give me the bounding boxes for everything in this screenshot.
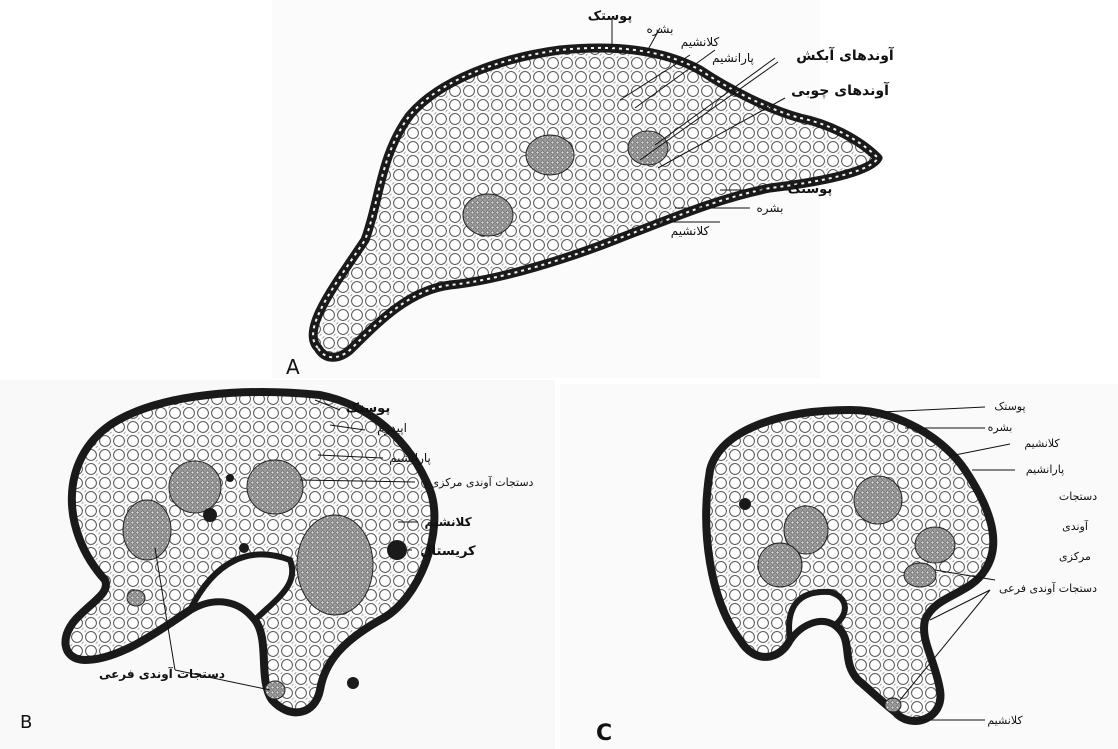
panel-b-vascular-bundle-2 <box>247 460 303 514</box>
panel-b-vascular-bundle-3 <box>123 500 171 560</box>
label-c-bashreh: بشره <box>988 421 1013 434</box>
label-a-collenchyma-bottom: کلانشیم <box>671 224 710 238</box>
label-a-phloem: آوندهای آبکش <box>796 46 895 64</box>
panel-b-vascular-bundle-4 <box>297 515 373 615</box>
panel-c-letter: C <box>596 721 612 746</box>
label-b-central-bundles: دستجات آوندی مرکزی <box>431 475 534 489</box>
panel-a-vascular-bundle-1 <box>526 135 574 175</box>
panel-b-letter: B <box>20 712 32 733</box>
panel-a-vascular-bundle-2 <box>628 131 668 165</box>
panel-c-vascular-bundle-6 <box>885 698 901 712</box>
label-b-parenchyma: پارانشیم <box>389 451 431 466</box>
panel-a-vascular-bundle-3 <box>463 194 513 236</box>
label-a-poostak-bottom: پوستک <box>788 182 832 197</box>
label-c-parenchyma: پارانشیم <box>1026 463 1064 476</box>
label-a-bashreh-top: بشره <box>647 22 674 37</box>
panel-b-vascular-bundle-6 <box>127 590 145 606</box>
label-b-crystal: کریستال <box>420 544 476 559</box>
label-c-central-2: آوندی <box>1062 519 1089 533</box>
label-b-epiderm: اپیدرم <box>377 421 407 436</box>
panel-c-vascular-bundle-2 <box>854 476 902 524</box>
panel-c-crystal <box>739 498 751 510</box>
label-b-poostak: پوستک <box>346 401 390 416</box>
panel-c-vascular-bundle-4 <box>915 527 955 563</box>
label-a-xylem: آوندهای چوبی <box>791 81 890 99</box>
panel-b-vascular-bundle-1 <box>169 461 221 513</box>
label-a-poostak-top: پوستک <box>588 9 632 24</box>
label-a-bashreh-bottom: بشره <box>757 201 784 216</box>
label-c-central-1: دستجات <box>1059 490 1097 503</box>
label-b-lateral-bundles: دستجات آوندی فرعی <box>99 666 225 682</box>
label-c-poostak: پوستک <box>994 400 1025 413</box>
label-a-collenchyma-top: کلانشیم <box>681 35 720 49</box>
panel-c-vascular-bundle-3 <box>758 543 802 587</box>
label-b-collenchyma: کلانشیم <box>424 515 471 529</box>
panel-a-letter: A <box>286 355 300 379</box>
label-c-collenchyma-bottom: کلانشیم <box>987 714 1023 727</box>
label-c-lateral-bundles: دستجات آوندی فرعی <box>999 581 1097 595</box>
panel-c-vascular-bundle-5 <box>904 563 936 587</box>
label-c-central-3: مرکزی <box>1059 550 1091 563</box>
label-c-collenchyma: کلانشیم <box>1024 437 1060 450</box>
label-a-parenchyma: پارانشیم <box>712 51 754 66</box>
